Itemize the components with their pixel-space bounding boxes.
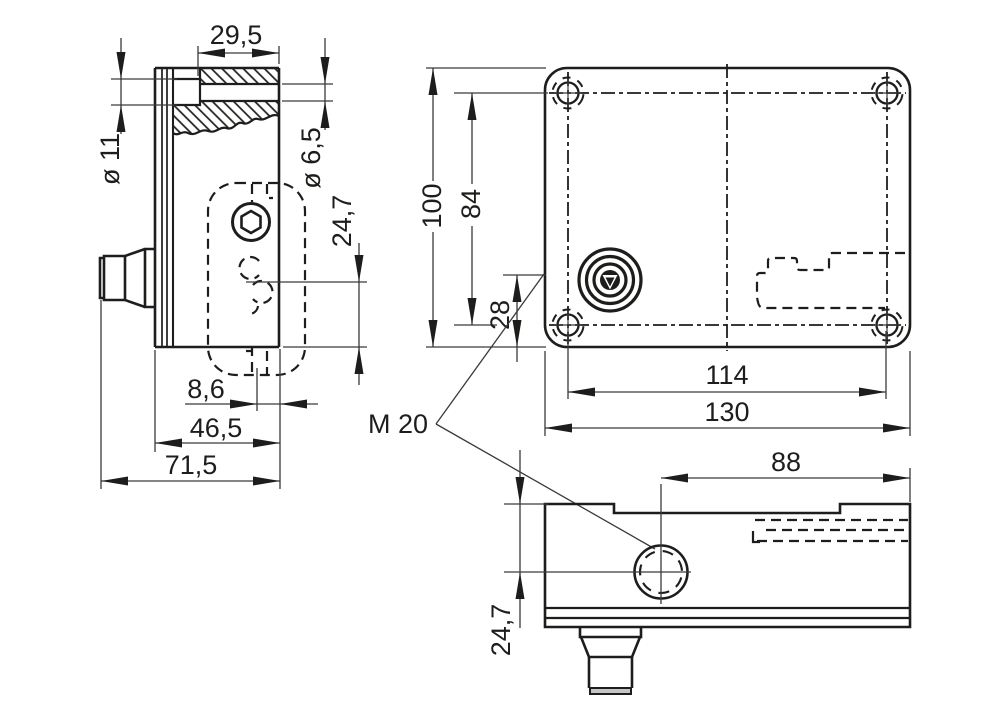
dim-bore-dia: ø 11 bbox=[95, 133, 125, 185]
actuator-hidden-outline bbox=[206, 181, 307, 377]
mounting-hole bbox=[865, 303, 909, 347]
dim-hole-spacing-v: 84 bbox=[456, 189, 486, 219]
triangle-marker-icon bbox=[605, 277, 615, 287]
front-view-dimensions: 88 24,7 bbox=[486, 447, 911, 657]
dim-body-width: 46,5 bbox=[190, 413, 243, 443]
dim-slot-height: 24,7 bbox=[327, 195, 357, 248]
section-hatch-lower bbox=[173, 101, 279, 135]
dim-slot-offset: 8,6 bbox=[187, 374, 225, 404]
thread-callout: M 20 bbox=[368, 273, 656, 550]
dim-hole-to-edge: 88 bbox=[771, 447, 801, 477]
actuator-slot-hidden bbox=[246, 184, 273, 375]
side-section-view bbox=[98, 66, 307, 377]
gland-hole bbox=[504, 484, 691, 604]
dim-plan-height: 100 bbox=[417, 183, 447, 228]
connector-front bbox=[578, 627, 643, 695]
screw-head bbox=[231, 202, 271, 242]
hidden-slot-lines bbox=[751, 518, 908, 544]
thread-label: M 20 bbox=[368, 409, 428, 439]
plan-view bbox=[543, 64, 912, 351]
hex-socket-icon bbox=[240, 209, 262, 235]
sensor-mark bbox=[577, 247, 643, 313]
dim-plan-width: 130 bbox=[704, 397, 749, 427]
section-hatch-upper bbox=[200, 69, 279, 84]
latch-hidden-detail bbox=[238, 255, 274, 316]
connector-side bbox=[98, 247, 155, 309]
dim-hole-depth: 24,7 bbox=[486, 604, 516, 657]
mounting-hole bbox=[865, 71, 909, 115]
connector-tip bbox=[589, 687, 632, 695]
front-view bbox=[504, 484, 912, 695]
plan-view-dimensions: 100 84 28 114 130 bbox=[417, 67, 911, 436]
actuator-hidden-plan bbox=[755, 251, 905, 310]
dim-hole-spacing-h: 114 bbox=[705, 360, 748, 390]
dim-hole-dia: ø 6,5 bbox=[296, 127, 326, 189]
counterbore-outline bbox=[173, 77, 202, 107]
side-view-dimensions: 29,5 ø 11 ø 6,5 24,7 8,6 46,5 71,5 bbox=[95, 20, 367, 489]
dim-total-width: 71,5 bbox=[165, 450, 218, 480]
front-outline bbox=[543, 502, 912, 629]
mounting-hole bbox=[546, 71, 590, 115]
dim-gland-height: 28 bbox=[485, 300, 515, 330]
dim-top-width: 29,5 bbox=[210, 20, 263, 50]
break-line bbox=[172, 114, 280, 136]
